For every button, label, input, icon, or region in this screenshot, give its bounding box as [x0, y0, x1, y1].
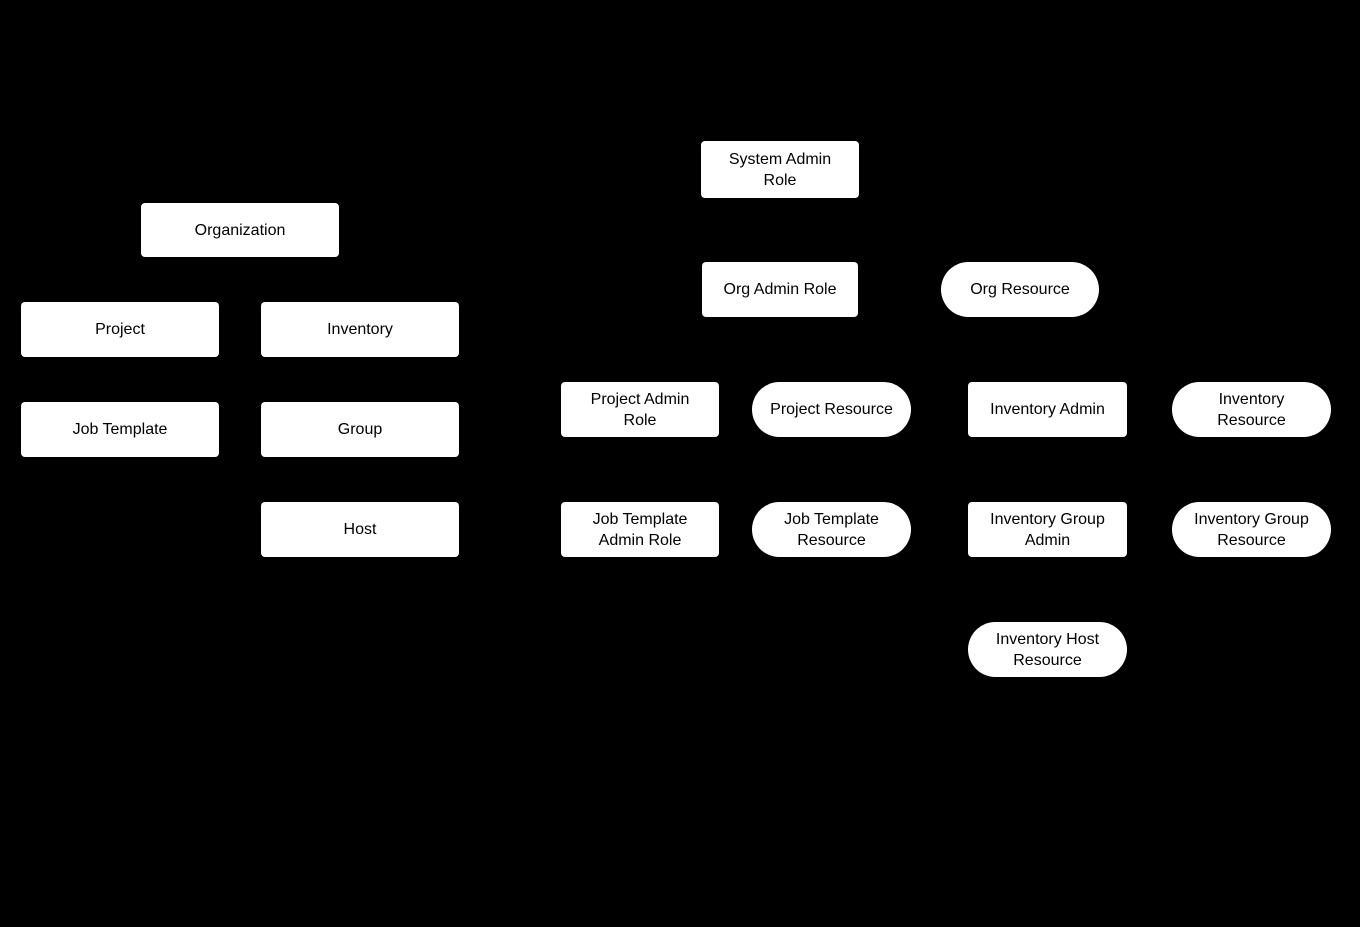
node-system-admin-role: System Admin Role: [701, 141, 859, 198]
node-inventory: Inventory: [261, 302, 459, 357]
node-project-admin-role: Project Admin Role: [561, 382, 719, 437]
node-inventory-resource: Inventory Resource: [1172, 382, 1331, 437]
node-group: Group: [261, 402, 459, 457]
node-job-template-admin-role: Job Template Admin Role: [561, 502, 719, 557]
node-org-resource: Org Resource: [941, 262, 1099, 317]
node-inventory-host-resource: Inventory Host Resource: [968, 622, 1127, 677]
node-job-template-resource: Job Template Resource: [752, 502, 911, 557]
node-inventory-group-admin: Inventory Group Admin: [968, 502, 1127, 557]
node-job-template: Job Template: [21, 402, 219, 457]
node-host: Host: [261, 502, 459, 557]
node-organization: Organization: [141, 203, 339, 257]
node-project-resource: Project Resource: [752, 382, 911, 437]
node-inventory-admin: Inventory Admin: [968, 382, 1127, 437]
node-inventory-group-resource: Inventory Group Resource: [1172, 502, 1331, 557]
node-project: Project: [21, 302, 219, 357]
node-org-admin-role: Org Admin Role: [702, 262, 858, 317]
